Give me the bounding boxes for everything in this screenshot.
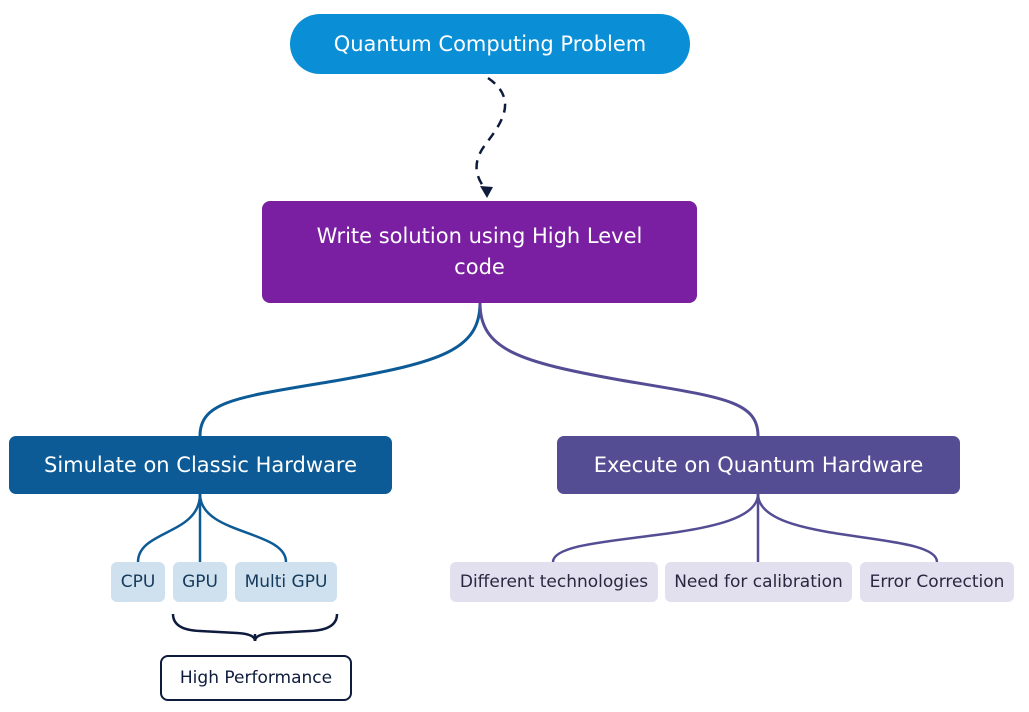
connector-main-to-quantum xyxy=(478,302,760,437)
branch-quantum-hardware[interactable]: Execute on Quantum Hardware xyxy=(557,436,960,494)
leaf-label: Multi GPU xyxy=(244,571,328,592)
leaf-label: Error Correction xyxy=(869,571,1005,592)
leaf-label: GPU xyxy=(182,571,218,592)
leaf-label: Different technologies xyxy=(459,571,649,592)
connector-quantum-to-error xyxy=(756,493,939,563)
main-node[interactable]: Write solution using High Level code xyxy=(262,201,697,303)
summary-brace xyxy=(171,613,339,642)
branch-label: Execute on Quantum Hardware xyxy=(593,452,924,477)
leaf-error-correction[interactable]: Error Correction xyxy=(860,562,1014,602)
leaf-label: Need for calibration xyxy=(674,571,843,592)
leaf-need-for-calibration[interactable]: Need for calibration xyxy=(665,562,852,602)
branch-classic-hardware[interactable]: Simulate on Classic Hardware xyxy=(9,436,392,494)
summary-high-performance[interactable]: High Performance xyxy=(160,655,352,701)
leaf-gpu[interactable]: GPU xyxy=(173,562,227,602)
connector-classic-to-cpu xyxy=(136,493,202,563)
leaf-multi-gpu[interactable]: Multi GPU xyxy=(235,562,337,602)
summary-label: High Performance xyxy=(179,667,333,688)
leaf-label: CPU xyxy=(120,571,156,592)
root-label: Quantum Computing Problem xyxy=(333,31,647,56)
leaf-cpu[interactable]: CPU xyxy=(111,562,165,602)
root-node[interactable]: Quantum Computing Problem xyxy=(290,14,690,74)
arrowhead-icon xyxy=(480,186,493,198)
connector-classic-to-multigpu xyxy=(198,493,288,563)
dashed-arrow xyxy=(475,76,507,191)
connector-main-to-classic xyxy=(198,302,482,437)
main-label: Write solution using High Level code xyxy=(316,224,643,279)
connector-quantum-to-tech xyxy=(551,493,760,563)
branch-label: Simulate on Classic Hardware xyxy=(44,452,357,477)
leaf-different-technologies[interactable]: Different technologies xyxy=(450,562,658,602)
